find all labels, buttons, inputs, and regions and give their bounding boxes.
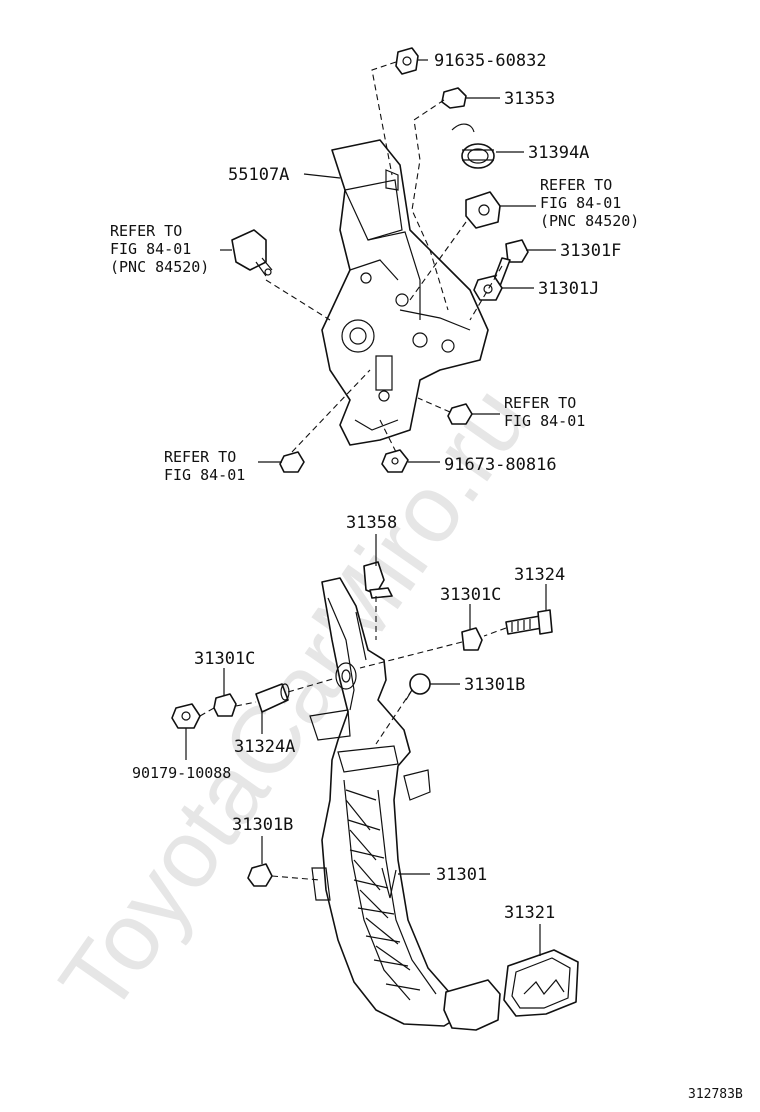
label-90179-10088: 90179-10088 — [132, 764, 231, 782]
label-31394a: 31394A — [528, 143, 589, 163]
nut-bottom-left — [279, 451, 305, 473]
assembly-line — [469, 265, 503, 321]
pedal-bracket-55107a — [321, 139, 489, 446]
label-31353: 31353 — [504, 89, 555, 109]
label-31301f: 31301F — [560, 241, 621, 261]
label-55107a: 55107A — [228, 165, 289, 185]
clip-31353 — [441, 87, 467, 109]
bushing-31301c-right — [461, 627, 483, 651]
bolt-91673 — [381, 449, 409, 473]
switch-left — [231, 229, 273, 277]
bolt-91635 — [395, 47, 419, 75]
assembly-line — [379, 419, 397, 453]
nut-31301j — [473, 275, 503, 301]
label-refer-bottom-2: FIG 84-01 — [164, 466, 245, 484]
label-refer-bottom-1: REFER TO — [164, 448, 236, 466]
bushing-31301c-left — [213, 693, 237, 717]
assembly-line — [483, 627, 507, 637]
label-refer-mid-1: REFER TO — [504, 394, 576, 412]
assembly-line — [375, 689, 413, 745]
bushing-31301b-right — [405, 673, 431, 701]
brake-pedal-31301 — [309, 577, 501, 1031]
assembly-line — [409, 221, 467, 301]
label-91635-60832: 91635-60832 — [434, 51, 547, 71]
assembly-line — [359, 641, 463, 669]
label-refer-mid-2: FIG 84-01 — [504, 412, 585, 430]
figure-code: 312783B — [688, 1087, 743, 1102]
label-31301j: 31301J — [538, 279, 599, 299]
nut-right-mid — [447, 403, 473, 425]
label-refer-right-3: (PNC 84520) — [540, 212, 639, 230]
assembly-line — [271, 875, 321, 881]
assembly-line — [411, 99, 449, 311]
switch-right — [465, 191, 501, 229]
label-31301b-right: 31301B — [464, 675, 525, 695]
assembly-line — [417, 397, 451, 413]
label-31301: 31301 — [436, 865, 487, 885]
assembly-line — [371, 61, 397, 176]
label-31301c-left: 31301C — [194, 649, 255, 669]
assembly-line — [199, 707, 215, 717]
bushing-31301b-left — [247, 863, 273, 887]
label-31301c-right: 31301C — [440, 585, 501, 605]
bolt-31301f — [491, 239, 529, 287]
bolt-31324 — [505, 609, 553, 635]
assembly-line — [265, 279, 331, 321]
nut-90179 — [171, 703, 201, 729]
bushing-31358 — [363, 561, 393, 599]
assembly-line — [235, 701, 257, 707]
assembly-line — [291, 369, 371, 453]
label-31301b-left: 31301B — [232, 815, 293, 835]
label-refer-right-2: FIG 84-01 — [540, 194, 621, 212]
pedal-pad-31321 — [503, 949, 579, 1017]
label-31324a: 31324A — [234, 737, 295, 757]
assembly-line — [287, 677, 337, 693]
label-31324: 31324 — [514, 565, 565, 585]
label-31321: 31321 — [504, 903, 555, 923]
label-31358: 31358 — [346, 513, 397, 533]
label-refer-left-3: (PNC 84520) — [110, 258, 209, 276]
spring-31394a — [451, 123, 495, 169]
label-91673-80816: 91673-80816 — [444, 455, 557, 475]
collar-31324a — [255, 683, 290, 713]
label-refer-right-1: REFER TO — [540, 176, 612, 194]
label-refer-left-2: FIG 84-01 — [110, 240, 191, 258]
label-refer-left-1: REFER TO — [110, 222, 182, 240]
